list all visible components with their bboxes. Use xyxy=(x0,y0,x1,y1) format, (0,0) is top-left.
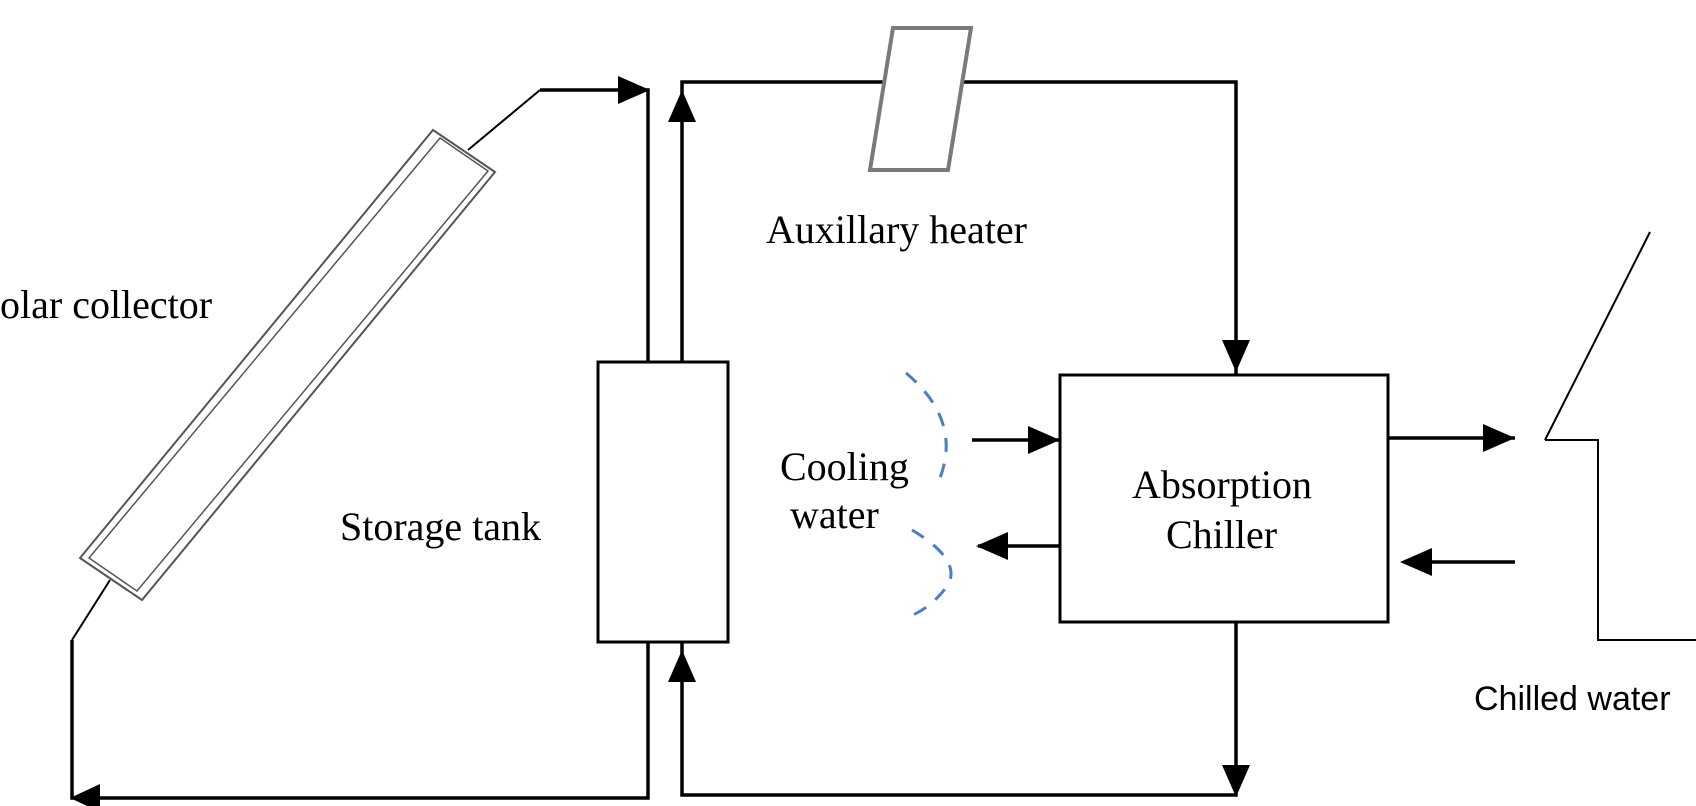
arrow-left-cooling-out xyxy=(976,532,1008,560)
arrow-right-chilled-out xyxy=(1483,424,1515,452)
auxiliary-heater xyxy=(867,26,974,172)
solar-collector xyxy=(71,89,541,641)
cooling-tower-icon xyxy=(904,371,953,620)
arrow-down-chiller xyxy=(1222,340,1250,372)
arrow-right-cooling-in xyxy=(1028,426,1060,454)
arrow-left-bottom xyxy=(70,784,100,806)
chilled-water-label: Chilled water xyxy=(1474,680,1671,718)
absorption-chiller xyxy=(1058,373,1390,624)
collector-loop-pipe xyxy=(70,76,650,806)
arrow-down-chiller-bottom xyxy=(1222,765,1250,797)
arrow-left-chilled-in xyxy=(1400,548,1432,576)
storage-tank-label: Storage tank xyxy=(340,504,541,549)
arrow-up-tank-top xyxy=(668,90,696,122)
arrow-up-tank-bottom xyxy=(668,650,696,682)
absorption-chiller-label-line2: Chiller xyxy=(1166,512,1277,557)
cooling-water-label-line2: water xyxy=(790,492,879,537)
storage-tank xyxy=(596,360,730,644)
cooling-water-pipes xyxy=(972,426,1060,560)
chilled-water-pipes xyxy=(1388,231,1696,641)
solar-collector-label: olar collector xyxy=(0,282,212,327)
return-pipe xyxy=(668,622,1250,797)
auxiliary-heater-label: Auxillary heater xyxy=(766,207,1027,252)
arrow-right-top xyxy=(618,76,650,104)
cooling-water-label-line1: Cooling xyxy=(780,444,909,489)
absorption-chiller-label-line1: Absorption xyxy=(1132,462,1312,507)
